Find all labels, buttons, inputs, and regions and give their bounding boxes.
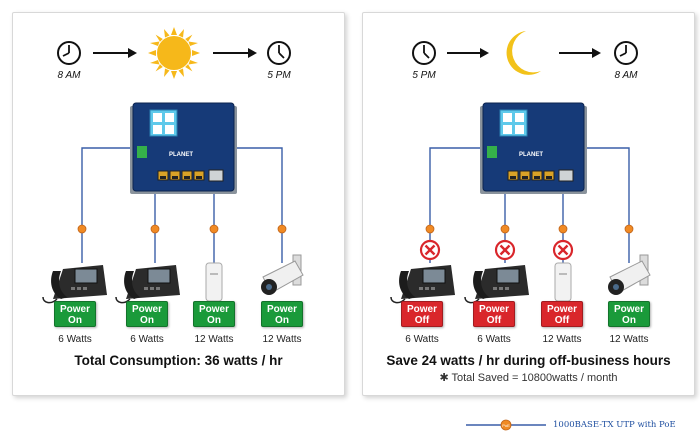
ip-camera-icon (608, 254, 651, 295)
clock-icon (267, 41, 291, 65)
poe-switch-icon: PLANET (130, 102, 237, 194)
arrow-right-icon (559, 48, 601, 58)
end-time-label: 8 AM (614, 70, 638, 81)
poe-cabling: PLANET (419, 102, 634, 263)
total-saved-note: ✱ Total Saved = 10800watts / month (439, 372, 618, 384)
ethernet-port (193, 170, 205, 181)
switch-brand-text: PLANET (519, 152, 543, 158)
arrow-right-icon (93, 48, 137, 58)
daytime-timeline (57, 27, 291, 79)
total-consumption-caption: Total Consumption: 36 watts / hr (74, 353, 283, 368)
daytime-panel: 8 AM 5 PM PLANET (12, 12, 345, 396)
poe-marker (77, 224, 287, 234)
poe-switch-icon: PLANET (480, 102, 587, 194)
watts-label: 6 Watts (130, 334, 164, 345)
ip-phone-icon (42, 265, 107, 304)
poe-marker: PoE (500, 419, 512, 431)
powered-devices (390, 254, 651, 304)
savings-caption: Save 24 watts / hr during off-business h… (386, 353, 671, 368)
ethernet-port (169, 170, 181, 181)
power-cut-icon (494, 239, 516, 261)
access-point-icon (554, 262, 572, 302)
watts-label: 12 Watts (194, 334, 234, 345)
ethernet-port (543, 170, 555, 181)
watts-label: 6 Watts (405, 334, 439, 345)
poe-cabling: PLANET (77, 102, 287, 263)
sun-icon (148, 27, 200, 79)
start-time-label: 5 PM (412, 70, 436, 81)
watts-label: 12 Watts (262, 334, 302, 345)
ip-phone-icon (390, 265, 455, 304)
end-time-label: 5 PM (267, 70, 291, 81)
moon-icon (506, 31, 541, 75)
watts-label: 12 Watts (542, 334, 582, 345)
watts-label: 12 Watts (609, 334, 649, 345)
watts-label: 6 Watts (477, 334, 511, 345)
clock-icon (412, 41, 436, 65)
poe-marker-text: PoE (502, 423, 510, 428)
ethernet-port (157, 170, 169, 181)
ethernet-port (531, 170, 543, 181)
ethernet-port (519, 170, 531, 181)
night-panel: 5 PM 8 AM PLANET (362, 12, 695, 396)
power-cut-icon (419, 239, 441, 261)
start-time-label: 8 AM (57, 70, 81, 81)
cable-legend: PoE (466, 419, 546, 431)
watts-label: 6 Watts (58, 334, 92, 345)
legend-label: 1000BASE-TX UTP with PoE (553, 420, 676, 430)
power-cut-icon (552, 239, 574, 261)
night-timeline (412, 31, 638, 75)
poe-marker (425, 224, 634, 234)
switch-brand-text: PLANET (169, 152, 193, 158)
ip-phone-icon (115, 265, 180, 304)
ethernet-port (181, 170, 193, 181)
clock-icon (57, 41, 81, 65)
ip-camera-icon (261, 254, 304, 295)
arrow-right-icon (447, 48, 489, 58)
access-point-icon (205, 262, 223, 302)
ethernet-port (507, 170, 519, 181)
clock-icon (614, 41, 638, 65)
powered-devices (42, 254, 304, 304)
ip-phone-icon (464, 265, 529, 304)
arrow-right-icon (213, 48, 257, 58)
